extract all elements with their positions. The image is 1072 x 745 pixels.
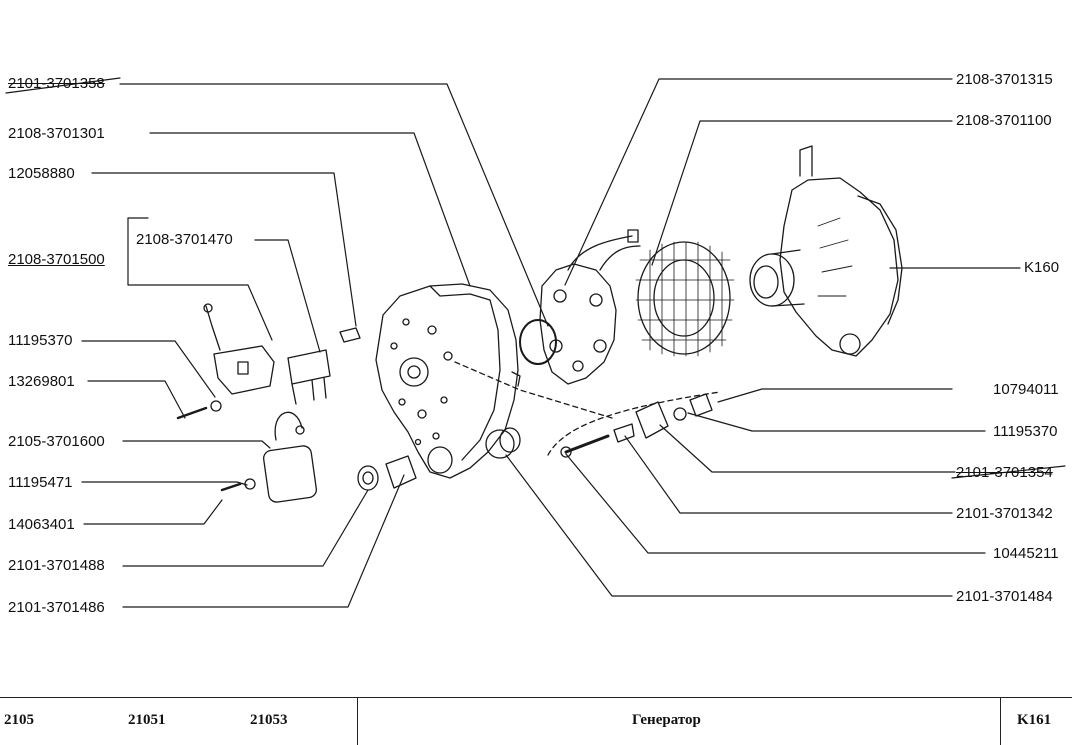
part-label-2101-3701358: 2101-3701358: [8, 75, 105, 92]
stator-drawing: [635, 241, 735, 357]
part-label-2108-3701500: 2108-3701500: [8, 251, 105, 268]
part-label-10445211: 10445211: [993, 545, 1059, 562]
part-label-2101-3701354: 2101-3701354: [956, 464, 1053, 481]
part-label-11195370-left: 11195370: [8, 332, 73, 349]
section-title: Генератор: [632, 712, 701, 728]
title-block: 2105 21051 21053 Генератор K161: [0, 697, 1072, 745]
regulator-drawing: [203, 303, 361, 405]
part-label-2105-3701600: 2105-3701600: [8, 433, 105, 450]
part-label-10794011: 10794011: [993, 381, 1059, 398]
part-label-2108-3701301: 2108-3701301: [8, 125, 105, 142]
rectifier-bridge-drawing: [539, 229, 641, 385]
fasteners-drawing: [176, 393, 713, 492]
sheet-code: K161: [1017, 712, 1052, 728]
model-21053: 21053: [250, 712, 288, 728]
part-label-2101-3701342: 2101-3701342: [956, 505, 1053, 522]
o-ring-drawing: [519, 319, 557, 365]
model-21051: 21051: [128, 712, 166, 728]
divider-right: [1000, 698, 1001, 745]
model-2105: 2105: [4, 712, 34, 728]
part-label-2108-3701470: 2108-3701470: [136, 231, 233, 248]
part-label-12058880: 12058880: [8, 165, 75, 182]
part-label-k160: K160: [1024, 259, 1060, 276]
front-housing-drawing: [749, 145, 903, 357]
part-label-13269801: 13269801: [8, 373, 75, 390]
rear-housing-drawing: [375, 283, 521, 479]
part-label-2101-3701486: 2101-3701486: [8, 599, 105, 616]
exploded-parts-diagram: [5, 77, 1066, 608]
leader-lines: [5, 77, 1066, 608]
part-label-11195471: 11195471: [8, 474, 73, 491]
part-label-2108-3701100: 2108-3701100: [956, 112, 1052, 129]
part-label-2101-3701488: 2101-3701488: [8, 557, 105, 574]
bushings-drawing: [357, 427, 521, 491]
part-label-2101-3701484: 2101-3701484: [956, 588, 1053, 605]
capacitor-drawing: [263, 411, 317, 503]
divider-left: [357, 698, 358, 745]
part-label-14063401: 14063401: [8, 516, 75, 533]
part-label-2108-3701315: 2108-3701315: [956, 71, 1053, 88]
part-label-11195370-right: 11195370: [993, 423, 1058, 440]
